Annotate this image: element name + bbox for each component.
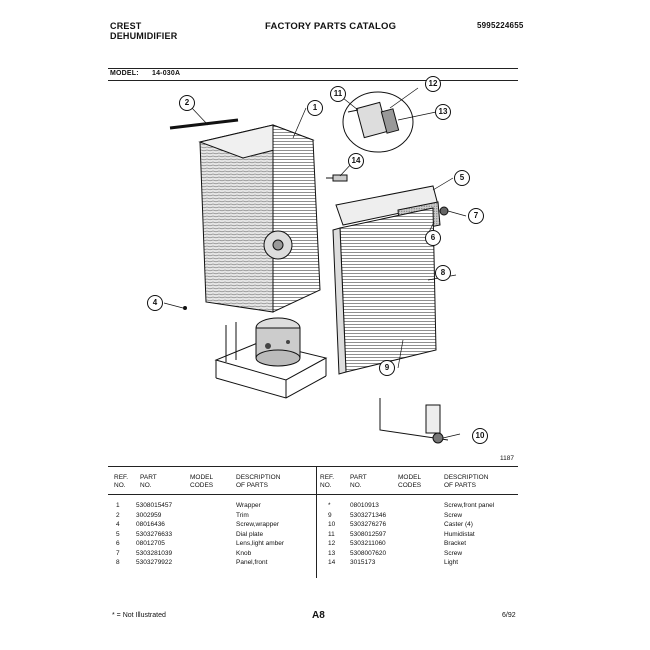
table-cell-part: 5308007620 <box>350 549 387 557</box>
table-cell-ref: 9 <box>328 511 332 519</box>
table-cell-part: 3015173 <box>350 559 376 566</box>
model-label: MODEL: <box>110 70 139 77</box>
table-cell-part: 08010913 <box>350 502 379 509</box>
table-column-divider <box>316 466 317 578</box>
table-cell-desc: Caster (4) <box>444 521 473 528</box>
page-number: A8 <box>312 610 325 621</box>
callout-2: 2 <box>179 95 195 111</box>
callout-14: 14 <box>348 153 364 169</box>
callout-12: 12 <box>425 76 441 92</box>
product-type: DEHUMIDIFIER <box>110 31 178 41</box>
table-header-rule <box>108 494 518 495</box>
callout-13: 13 <box>435 104 451 120</box>
table-cell-desc: Dial plate <box>236 530 264 538</box>
catalog-number: 5995224655 <box>477 21 524 30</box>
model-rule <box>108 80 518 81</box>
table-cell-part: 5303281039 <box>136 549 173 557</box>
callout-1: 1 <box>307 100 323 116</box>
chassis-base <box>214 322 328 399</box>
callout-11: 11 <box>330 86 346 102</box>
header-rule <box>108 68 518 69</box>
table-cell-desc: Bracket <box>444 540 467 547</box>
model-number: 14-030A <box>152 70 181 77</box>
callout-7: 7 <box>468 208 484 224</box>
revision-date: 6/92 <box>502 612 516 619</box>
front-panel <box>332 207 437 375</box>
table-cell-ref: 12 <box>328 540 336 547</box>
col-part-left: PART NO. <box>140 474 157 489</box>
table-cell-ref: 2 <box>116 511 120 519</box>
col-desc-left: DESCRIPTION OF PARTS <box>236 474 281 489</box>
table-cell-ref: 4 <box>116 521 120 528</box>
exploded-parts-diagram <box>163 87 467 444</box>
humidistat-inset <box>342 91 414 153</box>
callout-10: 10 <box>472 428 488 444</box>
table-cell-part: 3002959 <box>136 511 162 519</box>
col-ref-left: REF. NO. <box>114 474 129 489</box>
table-cell-desc: Panel,front <box>236 559 268 566</box>
table-cell-desc: Humidistat <box>444 530 475 538</box>
table-cell-part: 08016436 <box>136 521 165 528</box>
table-cell-desc: Wrapper <box>236 502 261 509</box>
table-cell-part: 5303279922 <box>136 559 173 566</box>
table-cell-desc: Screw <box>444 549 463 557</box>
table-cell-desc: Light <box>444 559 459 566</box>
table-cell-part: 5308012597 <box>350 530 387 538</box>
table-cell-ref: 11 <box>328 530 335 538</box>
table-cell-desc: Lens,light amber <box>236 540 285 547</box>
table-top-rule <box>108 466 518 467</box>
table-cell-part: 5303276276 <box>350 521 387 528</box>
table-cell-ref: 1 <box>116 502 120 509</box>
col-desc-right: DESCRIPTION OF PARTS <box>444 474 489 489</box>
table-cell-ref: 10 <box>328 521 336 528</box>
table-cell-part: 5308015457 <box>136 502 173 509</box>
table-cell-part: 5303211060 <box>350 540 386 547</box>
callout-4: 4 <box>147 295 163 311</box>
callout-9: 9 <box>379 360 395 376</box>
table-cell-ref: 14 <box>328 559 336 566</box>
compressor <box>255 317 301 367</box>
callout-5: 5 <box>454 170 470 186</box>
col-model-right: MODEL CODES <box>398 474 422 489</box>
cabinet-wrapper <box>198 124 321 313</box>
footnote: * = Not Illustrated <box>112 612 166 619</box>
caster-detail <box>379 398 449 444</box>
light-bulb <box>326 174 348 182</box>
table-cell-ref: 13 <box>328 549 336 557</box>
table-cell-part: 5303271346 <box>350 511 387 519</box>
col-model-left: MODEL CODES <box>190 474 214 489</box>
col-ref-right: REF. NO. <box>320 474 335 489</box>
table-cell-desc: Screw,wrapper <box>236 521 279 528</box>
wrapper-screw <box>183 306 187 310</box>
figure-number: 1187 <box>500 455 514 462</box>
table-cell-ref: 5 <box>116 530 120 538</box>
table-cell-part: 08012705 <box>136 540 165 547</box>
knob <box>439 206 449 216</box>
table-cell-ref: * <box>328 502 331 509</box>
callout-6: 6 <box>425 230 441 246</box>
table-cell-desc: Screw,front panel <box>444 502 495 509</box>
table-cell-ref: 6 <box>116 540 120 547</box>
callout-8: 8 <box>435 265 451 281</box>
table-cell-desc: Knob <box>236 549 252 557</box>
catalog-title: FACTORY PARTS CATALOG <box>265 21 397 32</box>
table-cell-ref: 8 <box>116 559 120 566</box>
table-cell-desc: Trim <box>236 511 249 519</box>
table-cell-part: 5303276633 <box>136 530 173 538</box>
col-part-right: PART NO. <box>350 474 367 489</box>
brand-name: CREST <box>110 21 142 31</box>
trim-strip <box>169 118 239 130</box>
table-cell-desc: Screw <box>444 511 463 519</box>
table-cell-ref: 7 <box>116 549 120 557</box>
